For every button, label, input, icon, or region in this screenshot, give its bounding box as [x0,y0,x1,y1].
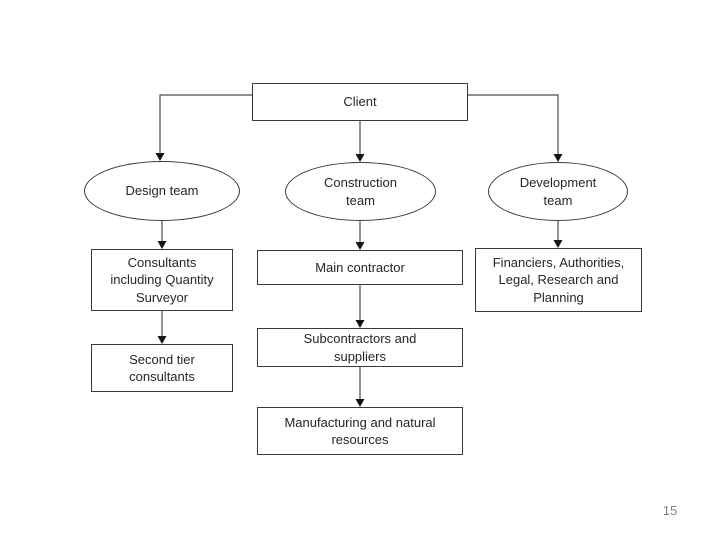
edge-client-development-team [468,94,563,162]
edge-client-construction-team [355,121,365,162]
node-development-team-label: Development team [519,175,597,208]
arrowhead-icon [155,153,165,161]
node-second-tier-consultants-label: Second tier consultants [129,351,195,384]
node-main-contractor: Main contractor [257,250,463,285]
node-design-team-label: Design team [125,183,199,199]
node-client-label: Client [343,94,377,110]
edge-main-contractor-subcontractors [355,285,365,328]
node-consultants-label: Consultants including Quantity Surveyor [110,255,214,305]
arrowhead-icon [157,336,167,344]
node-construction-team-label: Construction team [324,175,397,208]
arrowhead-icon [355,242,365,250]
edge-consultants-second-tier [157,311,167,344]
node-subcontractors: Subcontractors and suppliers [257,328,463,367]
node-development-team: Development team [488,162,628,221]
edge-development-team-financiers [553,221,563,248]
node-consultants: Consultants including Quantity Surveyor [91,249,233,311]
arrowhead-icon [157,241,167,249]
node-design-team: Design team [84,161,240,221]
node-financiers-label: Financiers, Authorities, Legal, Research… [492,255,625,305]
node-subcontractors-label: Subcontractors and suppliers [303,331,417,364]
page-number: 15 [662,503,678,518]
node-second-tier-consultants: Second tier consultants [91,344,233,392]
arrowhead-icon [355,320,365,328]
node-financiers: Financiers, Authorities, Legal, Research… [475,248,642,312]
node-manufacturing-label: Manufacturing and natural resources [284,414,436,447]
edge-construction-team-main-contractor [355,221,365,250]
node-manufacturing: Manufacturing and natural resources [257,407,463,455]
edge-subcontractors-manufacturing [355,367,365,407]
arrowhead-icon [355,154,365,162]
node-construction-team: Construction team [285,162,436,221]
node-main-contractor-label: Main contractor [315,259,405,275]
edge-client-design-team [155,94,252,161]
arrowhead-icon [355,399,365,407]
edge-design-team-consultants [157,221,167,249]
arrowhead-icon [553,240,563,248]
node-client: Client [252,83,468,121]
arrowhead-icon [553,154,563,162]
